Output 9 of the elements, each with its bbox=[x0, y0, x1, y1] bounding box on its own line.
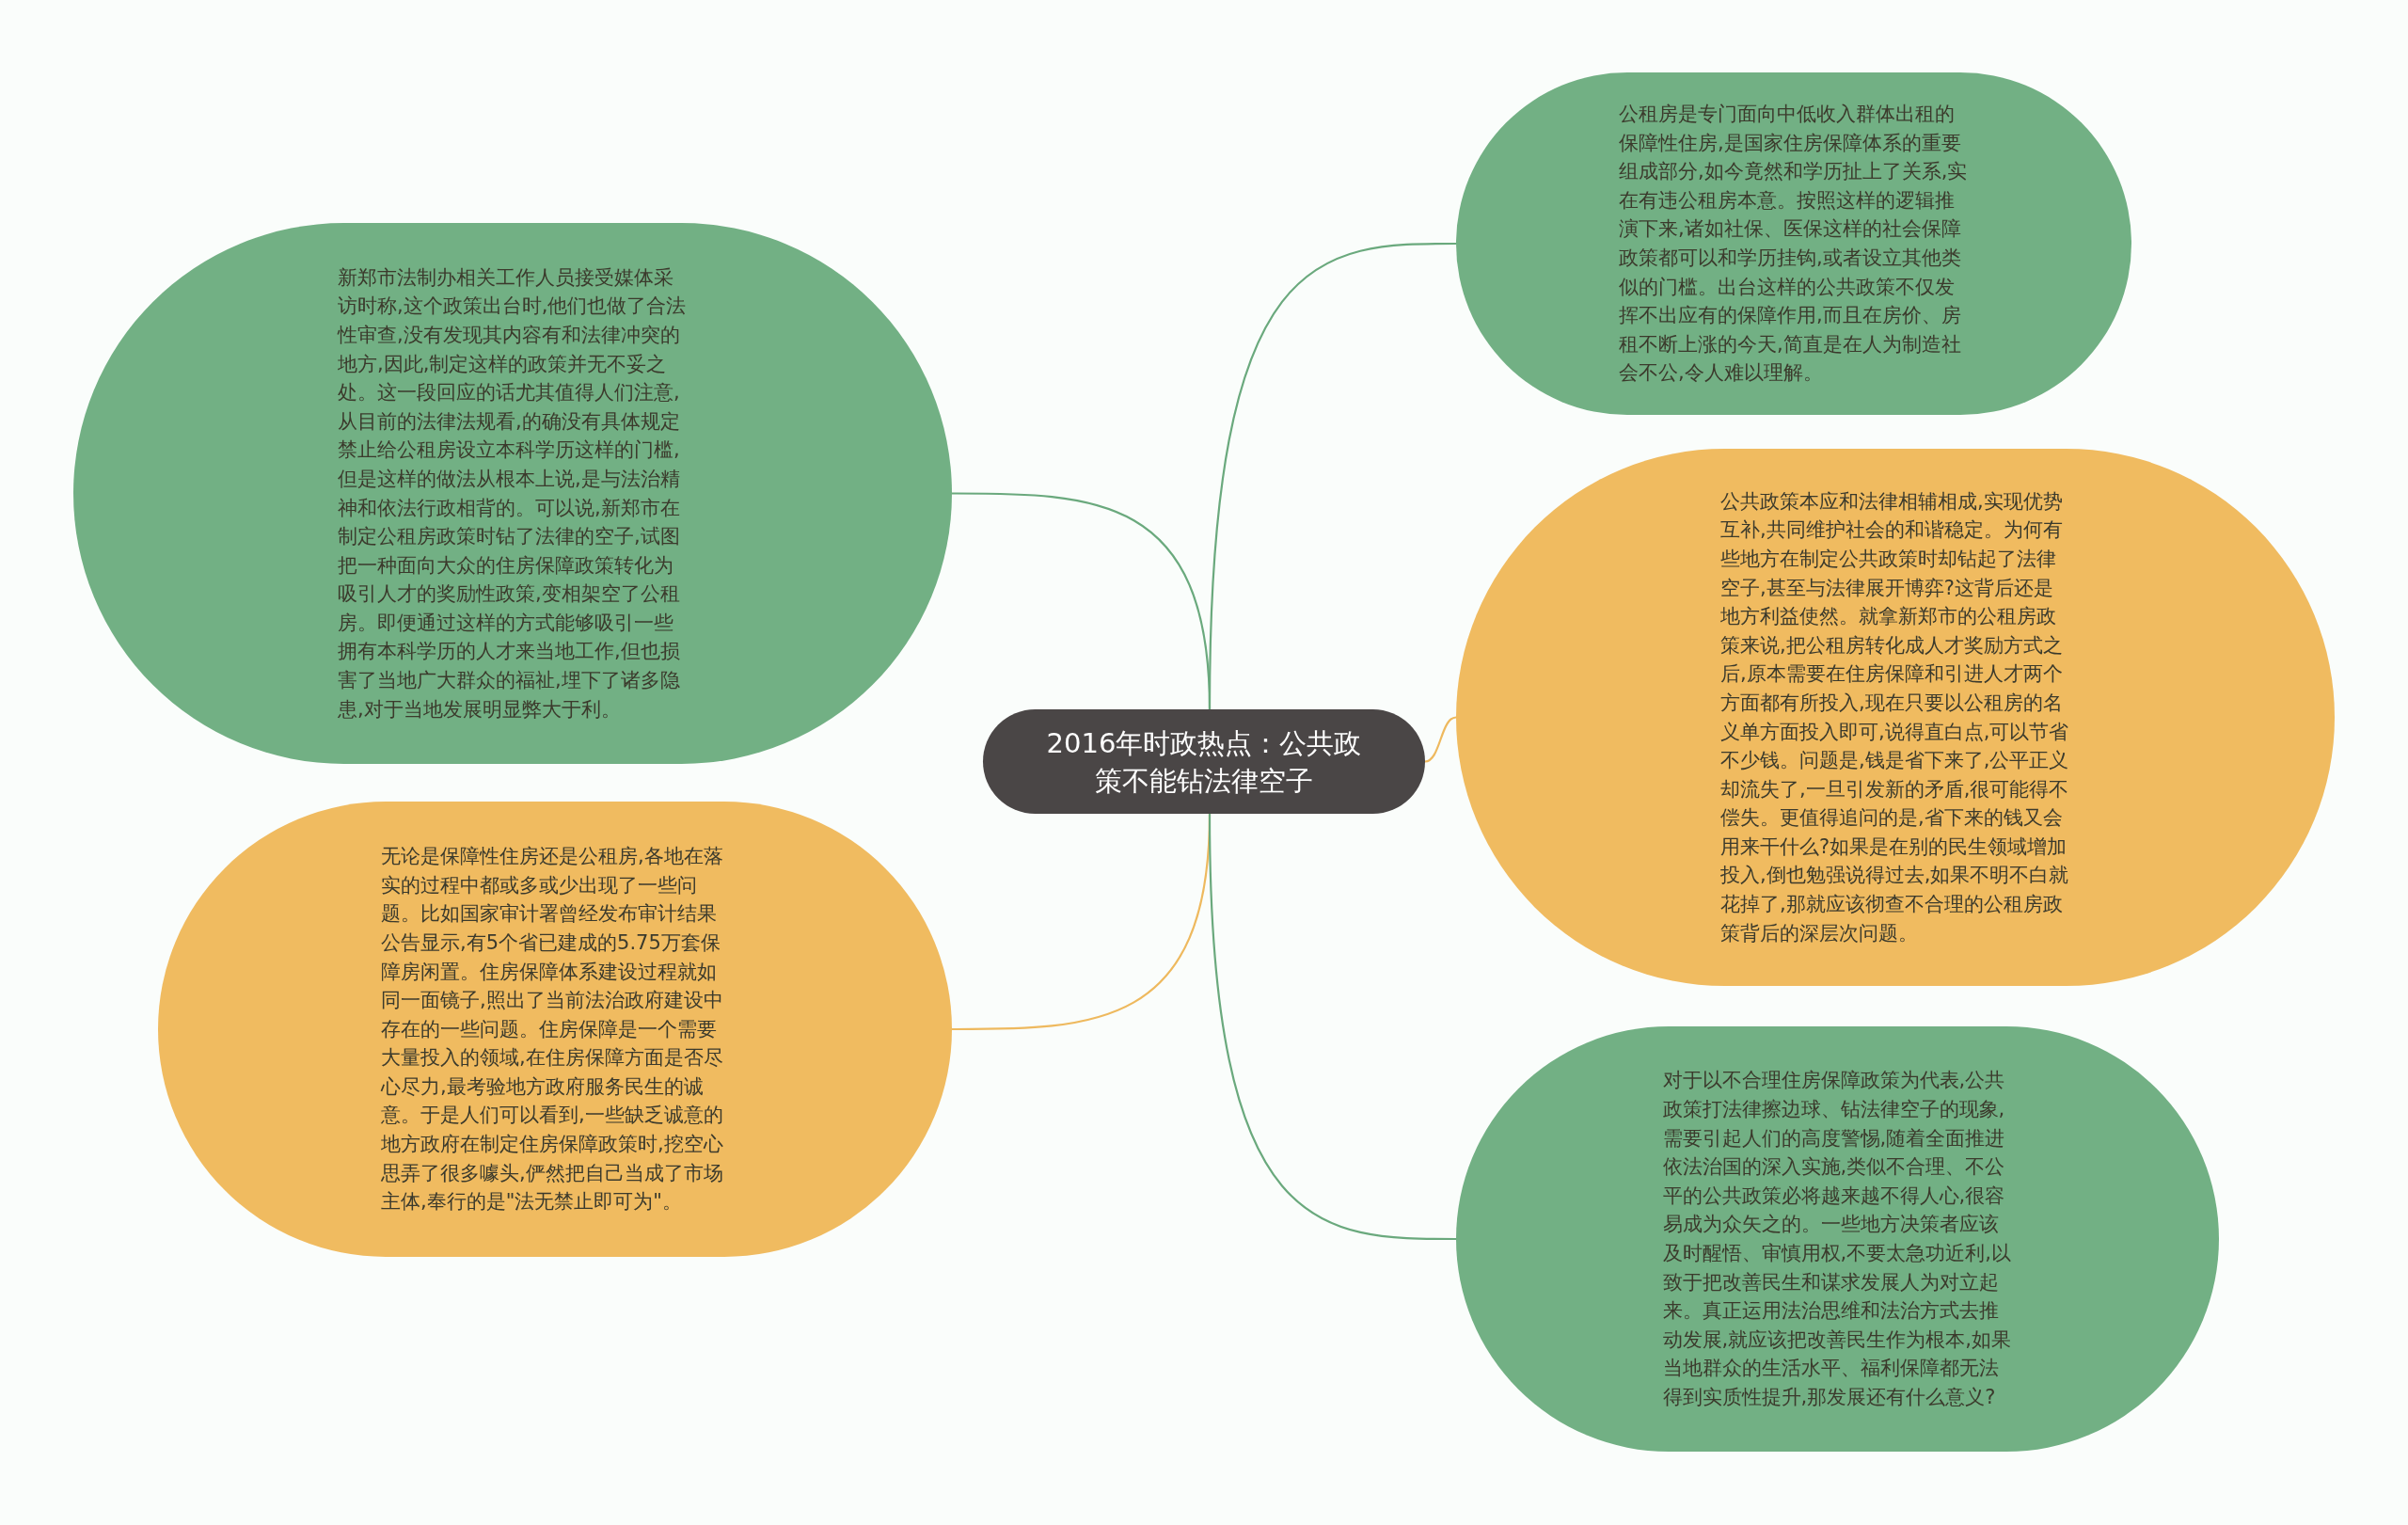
node-text: 对于以不合理住房保障政策为代表,公共政策打法律擦边球、钻法律空子的现象,需要引起人们的高度警惕,随着全面推进依法治国的深入实施,类似不合理、不公平的公共政策必将越来越不得人心,很容易成为众矢之的。一些地方决策者应该及时醒悟、审慎用权,不要太急功近利,以致于把改善民生和谋求发展人为对立起来。真正运用法治思维和法治方式去推动发展,就应该把改善民生作为根本,如果当地群众的生活水平、福利保障都无法得到实质性提升,那发展还有什么意义? bbox=[1662, 1068, 2012, 1410]
connector-line bbox=[1208, 813, 1456, 1241]
node-text: 2016年时政热点：公共政策不能钻法律空子 bbox=[1045, 725, 1363, 799]
node-text: 公租房是专门面向中低收入群体出租的保障性住房,是国家住房保障体系的重要组成部分,如今竟然和学历扯上了关系,实在有违公租房本意。按照这样的逻辑推演下来,诸如社保、医保这样的社会保障政策都可以和学历挂钩,或者设立其他类似的门槛。出台这样的公共政策不仅发挥不出应有的保障作用,而且在房价、房租不断上涨的今天,简直是在人为制造社会不公,令人难以理解。 bbox=[1619, 102, 1969, 387]
node-text: 新郑市法制办相关工作人员接受媒体采访时称,这个政策出台时,他们也做了合法性审查,没有发现其内容有和法律冲突的地方,因此,制定这样的政策并无不妥之处。这一段回应的话尤其值得人们注意,从目前的法律法规看,的确没有具体规定禁止给公租房设立本科学历这样的门槛,但是这样的做法从根本上说,是与法治精神和依法行政相背的。可以说,新郑市在制定公租房政策时钻了法律的空子,试图把一种面向大众的住房保障政策转化为吸引人才的奖励性政策,变相架空了公租房。即便通过这样的方式能够吸引一些拥有本科学历的人才来当地工作,但也损害了当地广大群众的福祉,埋下了诸多隐患,对于当地发展明显弊大于利。 bbox=[338, 264, 688, 723]
connector-line bbox=[1208, 242, 1456, 710]
connector-line bbox=[1424, 716, 1457, 763]
node-text: 公共政策本应和法律相辅相成,实现优势互补,共同维护社会的和谐稳定。为何有些地方在制定公共政策时却钻起了法律空子,甚至与法律展开博弈?这背后还是地方利益使然。就拿新郑市的公租房政策来说,把公租房转化成人才奖励方式之后,原本需要在住房保障和引进人才两个方面都有所投入,现在只要以公租房的名义单方面投入即可,说得直白点,可以节省不少钱。问题是,钱是省下来了,公平正义却流失了,一旦引发新的矛盾,很可能得不偿失。更值得追问的是,省下来的钱又会用来干什么?如果是在别的民生领域增加投入,倒也勉强说得过去,如果不明不白就花掉了,那就应该彻查不合理的公租房政策背后的深层次问题。 bbox=[1720, 488, 2070, 946]
node-text: 无论是保障性住房还是公租房,各地在落实的过程中都或多或少出现了一些问题。比如国家审计署曾经发布审计结果公告显示,有5个省已建成的5.75万套保障房闲置。住房保障体系建设过程就如同一面镜子,照出了当前法治政府建设中存在的一些问题。住房保障是一个需要大量投入的领域,在住房保障方面是否尽心尽力,最考验地方政府服务民生的诚意。于是人们可以看到,一些缺乏诚意的地方政府在制定住房保障政策时,挖空心思弄了很多噱头,俨然把自己当成了市场主体,奉行的是"法无禁止即可为"。 bbox=[381, 844, 724, 1215]
